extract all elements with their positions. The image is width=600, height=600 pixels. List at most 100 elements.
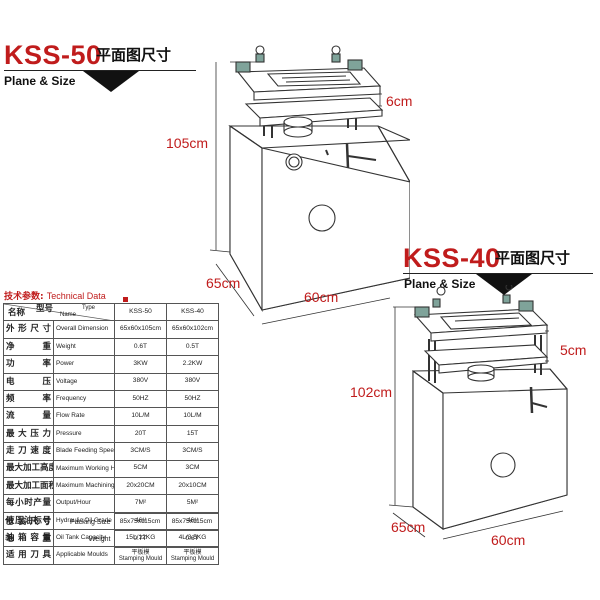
- kss50-model-title: KSS-50: [4, 40, 102, 70]
- kss40-en-title: Plane & Size: [404, 277, 476, 291]
- kss50-height-label: 105cm: [166, 135, 209, 151]
- kss50-machine-drawing: [209, 45, 410, 325]
- packing-row-cn: 包装尺寸: [5, 516, 51, 527]
- packing-row-cn: 毛重: [5, 533, 51, 544]
- kss40-cn-title: 平面图尺寸: [495, 249, 571, 267]
- spec-header-type-cn: 型号: [36, 304, 54, 314]
- spec-row-en: Flow Rate: [53, 407, 115, 426]
- spec-header-row: 名称 Name 型号 Type KSS-50 KSS-40: [3, 302, 219, 322]
- spec-row-kss50: 20x20CM: [114, 476, 167, 496]
- spec-row-cn: 走刀速度: [3, 442, 54, 461]
- spec-header-name-type: 名称 Name 型号 Type: [3, 302, 115, 322]
- spec-row-kss40: 3CM: [166, 459, 219, 478]
- spec-row-cn: 净重: [3, 337, 54, 357]
- kss40-title-rule: [403, 273, 593, 274]
- spec-row-cn: 最大压力: [3, 424, 54, 444]
- packing-row-en: Packing Size: [70, 518, 111, 526]
- spec-row-en: Blade Feeding Speed: [53, 442, 115, 461]
- spec-row-kss50: 7M²: [114, 494, 167, 513]
- spec-row-kss40: 0.5T: [166, 337, 219, 357]
- kss50-cn-title: 平面图尺寸: [96, 46, 172, 64]
- spec-row-kss40-en: Stamping Mould: [170, 555, 215, 562]
- spec-row-kss50: 3CM/S: [114, 442, 167, 461]
- spec-row-en: Weight: [53, 337, 115, 357]
- kss40-model-title: KSS-40: [403, 243, 501, 273]
- spec-row-cn: 频率: [3, 389, 54, 409]
- spec-row-cn: 外形尺寸: [3, 320, 54, 339]
- kss40-machine-drawing: [388, 285, 568, 540]
- packing-row-kss40: 0.6T: [165, 530, 219, 548]
- spec-row-kss40: 50HZ: [166, 389, 219, 409]
- spec-row-cn: 适用刀具: [3, 546, 54, 565]
- spec-row-kss40: 380V: [166, 372, 219, 391]
- kss50-triangle-icon: [83, 71, 139, 92]
- packing-row-kss50: 85x75x115cm: [113, 513, 167, 531]
- spec-header-col1: KSS-50: [114, 302, 167, 322]
- kss40-height-label: 102cm: [350, 384, 393, 400]
- spec-row-en: Voltage: [53, 372, 115, 391]
- spec-row-en: Pressure: [53, 424, 115, 444]
- spec-row-kss50: 380V: [114, 372, 167, 391]
- spec-row-en: Overall Dimension: [53, 320, 115, 339]
- spec-row-en: Applicable Moulds: [53, 546, 115, 565]
- kss40-depth-label: 65cm: [391, 519, 426, 535]
- spec-header-name-cn: 名称: [8, 308, 26, 318]
- spec-row-kss50: 65x60x105cm: [114, 320, 167, 339]
- spec-row-kss40: 5M²: [166, 494, 219, 513]
- kss50-title-rule: [4, 70, 196, 71]
- spec-row-kss50: 5CM: [114, 459, 167, 478]
- spec-row-kss50: 0.6T: [114, 337, 167, 357]
- spec-title-cn: 技术参数: [4, 292, 41, 302]
- spec-row-cn: 每小时产量: [3, 494, 54, 513]
- spec-row-cn: 流量: [3, 407, 54, 426]
- spec-row-en: Frequency: [53, 389, 115, 409]
- spec-title-en: Technical Data: [46, 291, 106, 301]
- packing-row-kss40: 85x75x115cm: [165, 513, 219, 531]
- spec-row-kss40: 10L/M: [166, 407, 219, 426]
- spec-header-col2: KSS-40: [166, 302, 219, 322]
- spec-row-kss40: 15T: [166, 424, 219, 444]
- spec-row-en: Maximum Machining Area: [53, 476, 115, 496]
- spec-header-type-en: Type: [82, 305, 96, 311]
- kss40-top-gap-label: 5cm: [560, 342, 587, 358]
- spec-row-cn: 最大加工高度: [3, 459, 54, 478]
- kss50-depth-label: 65cm: [206, 275, 241, 291]
- spec-header-name-en: Name: [60, 312, 77, 318]
- spec-row-cn: 电压: [3, 372, 54, 391]
- kss40-triangle-icon: [476, 274, 532, 295]
- spec-row-kss40: 65x60x102cm: [166, 320, 219, 339]
- spec-row-kss40: 20x10CM: [166, 476, 219, 496]
- kss50-top-gap-label: 6cm: [386, 93, 413, 109]
- spec-row-kss40: 2.2KW: [166, 355, 219, 374]
- spec-row-kss50-cn: 平板模: [131, 548, 150, 556]
- spec-row-kss40-cn: 平板模: [183, 548, 202, 556]
- kss40-width-label: 60cm: [491, 532, 526, 548]
- packing-row-kss50: 0.7T: [113, 530, 167, 548]
- spec-row-kss50: 20T: [114, 424, 167, 444]
- spec-row-kss50-en: Stamping Mould: [118, 555, 163, 562]
- spec-title: 技术参数: Technical Data: [4, 291, 106, 302]
- spec-row-en: Power: [53, 355, 115, 374]
- spec-row-kss50: 10L/M: [114, 407, 167, 426]
- spec-row-cn: 功率: [3, 355, 54, 374]
- kss50-width-label: 60cm: [304, 289, 339, 305]
- kss50-en-title: Plane & Size: [4, 74, 76, 88]
- spec-row-en: Output/Hour: [53, 494, 115, 513]
- spec-row-en: Maximum Working Height: [53, 459, 115, 478]
